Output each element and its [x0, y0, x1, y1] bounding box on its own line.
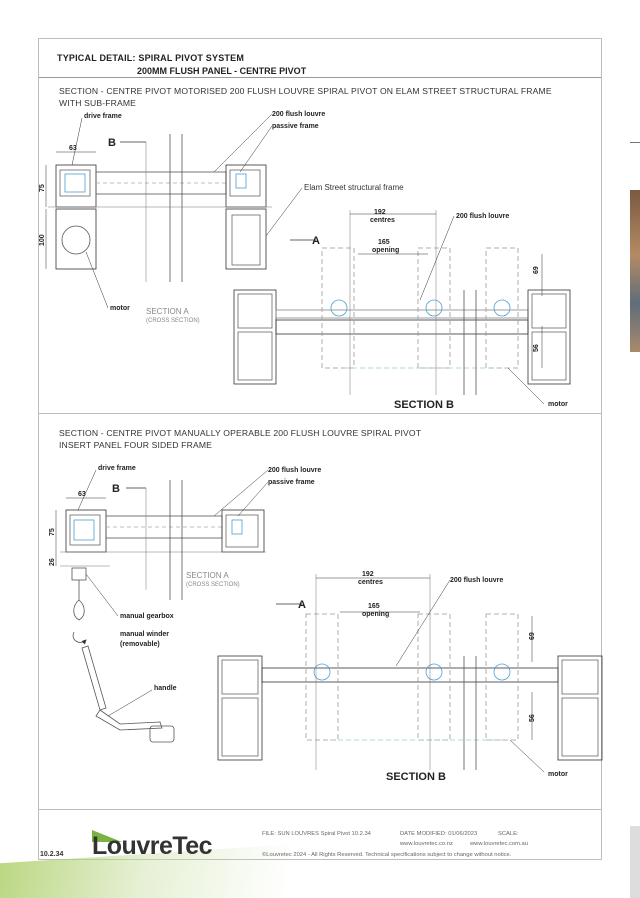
footer-web-au[interactable]: www.louvretec.com.au	[470, 841, 528, 847]
svg-text:69: 69	[533, 266, 540, 274]
footer-scale: SCALE:	[498, 831, 519, 837]
svg-text:motor: motor	[548, 771, 568, 778]
header-subtitle: 200MM FLUSH PANEL - CENTRE PIVOT	[137, 66, 307, 76]
handle-grip	[149, 725, 175, 743]
svg-text:passive frame: passive frame	[272, 123, 319, 130]
svg-text:motor: motor	[548, 401, 568, 408]
svg-text:centres: centres	[370, 217, 395, 224]
svg-text:SECTION B: SECTION B	[394, 399, 454, 411]
svg-text:manual gearbox: manual gearbox	[120, 613, 174, 620]
footer-divider	[39, 809, 601, 810]
manual-gearbox	[71, 567, 87, 581]
svg-text:75: 75	[49, 528, 56, 536]
svg-text:192: 192	[374, 209, 386, 216]
footer-file: FILE: SUN LOUVRES Spiral Pivot 10.2.34	[262, 831, 371, 837]
svg-text:165: 165	[368, 603, 380, 610]
svg-text:motor: motor	[110, 305, 130, 312]
section2-title: SECTION - CENTRE PIVOT MANUALLY OPERABLE…	[59, 428, 422, 450]
svg-text:drive frame: drive frame	[98, 465, 136, 472]
svg-text:200 flush louvre: 200 flush louvre	[268, 467, 321, 474]
svg-text:63: 63	[69, 145, 77, 152]
svg-text:69: 69	[529, 632, 536, 640]
svg-text:165: 165	[378, 239, 390, 246]
header-title: TYPICAL DETAIL: SPIRAL PIVOT SYSTEM	[57, 53, 245, 63]
svg-text:opening: opening	[372, 247, 399, 254]
svg-text:63: 63	[78, 491, 86, 498]
svg-text:passive frame: passive frame	[268, 479, 315, 486]
drawing-sheet: TYPICAL DETAIL: SPIRAL PIVOT SYSTEM 200M…	[38, 38, 602, 860]
svg-text:100: 100	[39, 234, 46, 246]
svg-text:A: A	[312, 235, 320, 247]
section2-cross-section	[55, 469, 269, 743]
svg-text:drive frame: drive frame	[84, 113, 122, 120]
svg-text:A: A	[298, 599, 306, 611]
svg-text:SECTION A: SECTION A	[146, 307, 189, 316]
winder-shaft	[81, 645, 107, 711]
svg-text:SECTION B: SECTION B	[386, 771, 446, 783]
section1-section-b-labels: 192 centres 165 opening 200 flush louvre…	[312, 209, 568, 411]
svg-text:200 flush louvre: 200 flush louvre	[456, 213, 509, 220]
side-photo-strip	[630, 190, 640, 352]
section1-cross-labels: drive frame 200 flush louvre passive fra…	[39, 111, 404, 324]
svg-text:200 flush louvre: 200 flush louvre	[272, 111, 325, 118]
svg-text:SECTION A: SECTION A	[186, 571, 229, 580]
footer-date: DATE MODIFIED: 01/06/2023	[400, 831, 478, 837]
section1-title: SECTION - CENTRE PIVOT MOTORISED 200 FLU…	[59, 86, 552, 108]
louvretec-logo: LouvreTec	[92, 832, 213, 860]
section-divider	[39, 413, 601, 414]
svg-text:B: B	[108, 137, 116, 149]
side-divider	[630, 142, 640, 143]
svg-text:56: 56	[529, 714, 536, 722]
svg-text:56: 56	[533, 344, 540, 352]
page-number: 10.2.34	[40, 851, 64, 858]
section1-section-b	[233, 210, 571, 405]
section2-section-b	[217, 574, 603, 773]
svg-text:(CROSS SECTION): (CROSS SECTION)	[186, 582, 240, 588]
side-gray-strip	[630, 826, 640, 898]
svg-text:75: 75	[39, 184, 46, 192]
svg-text:B: B	[112, 483, 120, 495]
svg-text:(CROSS SECTION): (CROSS SECTION)	[146, 318, 200, 324]
svg-text:centres: centres	[358, 579, 383, 586]
svg-text:manual winder: manual winder	[120, 631, 169, 638]
svg-text:26: 26	[49, 558, 56, 566]
svg-text:handle: handle	[154, 685, 177, 692]
svg-text:192: 192	[362, 571, 374, 578]
svg-text:200 flush louvre: 200 flush louvre	[450, 577, 503, 584]
svg-text:(removable): (removable)	[120, 641, 160, 648]
header-divider	[39, 77, 601, 78]
section2-cross-labels: drive frame 200 flush louvre passive fra…	[49, 465, 321, 692]
section1-cross-section	[45, 113, 303, 309]
winder-hook	[73, 580, 85, 621]
svg-text:opening: opening	[362, 611, 389, 618]
section2-section-b-labels: 192 centres 165 opening 200 flush louvre…	[298, 571, 568, 783]
footer-web-nz[interactable]: www.louvretec.co.nz	[400, 841, 453, 847]
motor-housing	[55, 208, 97, 270]
motor-circle	[61, 225, 91, 255]
svg-text:Elam Street structural frame: Elam Street structural frame	[304, 183, 404, 192]
winder-handle	[95, 709, 163, 731]
footer-copyright: ©Louvretec 2024 - All Rights Reserved. T…	[262, 852, 512, 858]
